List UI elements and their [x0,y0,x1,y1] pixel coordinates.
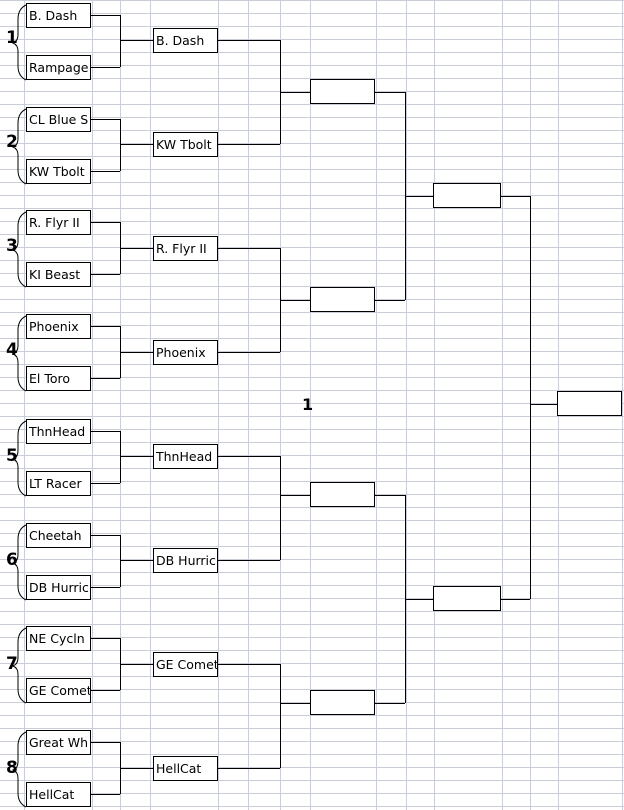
round1-slot-5: R. Flyr II [26,210,91,235]
round2-slot-7: GE Comet [153,652,218,677]
seed-brace [11,731,27,808]
seed-3: 3 [6,236,18,256]
seed-brace [11,315,27,392]
seed-brace [11,627,27,704]
round1-slot-11: Cheetah [26,523,91,548]
center-label: 1 [302,395,314,414]
seed-brace [11,524,27,601]
seed-1: 1 [6,28,18,48]
round1-slot-13: NE Cycln [26,626,91,651]
seed-brace [11,211,27,288]
round2-slot-1: B. Dash [153,28,218,53]
round4-slot-1 [433,183,501,208]
round2-slot-4: Phoenix [153,340,218,365]
round1-slot-12: DB Hurric [26,575,91,600]
round3-slot-3 [310,482,375,507]
round2-slot-8: HellCat [153,756,218,781]
round1-slot-1: B. Dash [26,3,91,28]
seed-brace [11,4,27,81]
round1-slot-16: HellCat [26,782,91,807]
round1-slot-7: Phoenix [26,314,91,339]
seed-6: 6 [6,550,18,570]
seed-7: 7 [6,654,18,674]
round2-slot-3: R. Flyr II [153,236,218,261]
seed-brace [11,108,27,185]
round1-slot-15: Great Wh [26,730,91,755]
round3-slot-1 [310,79,375,104]
seed-brace [11,420,27,497]
round1-slot-6: KI Beast [26,262,91,287]
seed-5: 5 [6,446,18,466]
round1-slot-8: El Toro [26,366,91,391]
round1-slot-14: GE Comet [26,678,91,703]
round2-slot-2: KW Tbolt [153,132,218,157]
round1-slot-4: KW Tbolt [26,159,91,184]
round2-slot-6: DB Hurric [153,548,218,573]
round1-slot-2: Rampage [26,55,91,80]
round1-slot-10: LT Racer [26,471,91,496]
seed-8: 8 [6,758,18,778]
final-slot [557,391,622,416]
round1-slot-9: ThnHead [26,419,91,444]
round4-slot-2 [433,586,501,611]
seed-2: 2 [6,132,18,152]
round1-slot-3: CL Blue S [26,107,91,132]
round2-slot-5: ThnHead [153,444,218,469]
seed-4: 4 [6,340,18,360]
round3-slot-4 [310,690,375,715]
round3-slot-2 [310,287,375,312]
